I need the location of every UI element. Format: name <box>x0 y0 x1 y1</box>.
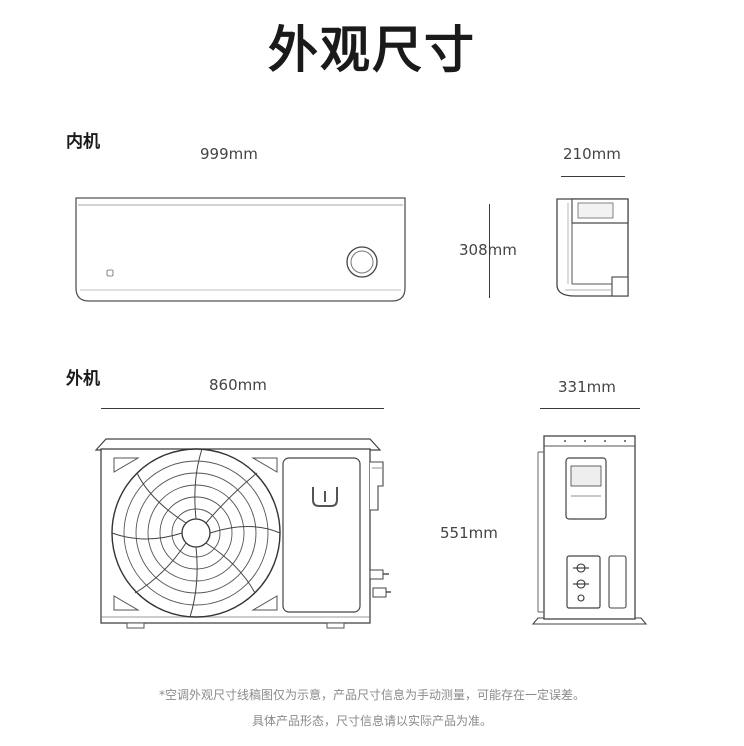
fan-grille-icon <box>111 448 281 618</box>
indoor-depth-dimension-line <box>561 176 625 177</box>
indoor-depth-label: 210mm <box>563 145 621 163</box>
indoor-height-label: 308mm <box>459 241 517 259</box>
outdoor-width-label: 860mm <box>209 376 267 394</box>
outdoor-section-label: 外机 <box>66 369 100 389</box>
disclaimer-line-2: 具体产品形态，尺寸信息请以实际产品为准。 <box>251 714 492 728</box>
outdoor-depth-dimension-line <box>540 408 640 409</box>
indoor-section-label: 内机 <box>66 132 100 152</box>
outdoor-width-dimension-line <box>101 408 384 409</box>
outdoor-height-label: 551mm <box>440 524 498 542</box>
page-title: 外观尺寸 <box>268 21 476 79</box>
valve-connector-icon <box>573 563 589 602</box>
indoor-height-dimension-line <box>489 204 490 298</box>
indoor-width-label: 999mm <box>200 145 258 163</box>
brand-logo-icon <box>106 269 114 277</box>
outdoor-logo-icon <box>312 487 338 507</box>
disclaimer-line-1: *空调外观尺寸线稿图仅为示意，产品尺寸信息为手动测量，可能存在一定误差。 <box>158 688 585 702</box>
outdoor-depth-label: 331mm <box>558 378 616 396</box>
